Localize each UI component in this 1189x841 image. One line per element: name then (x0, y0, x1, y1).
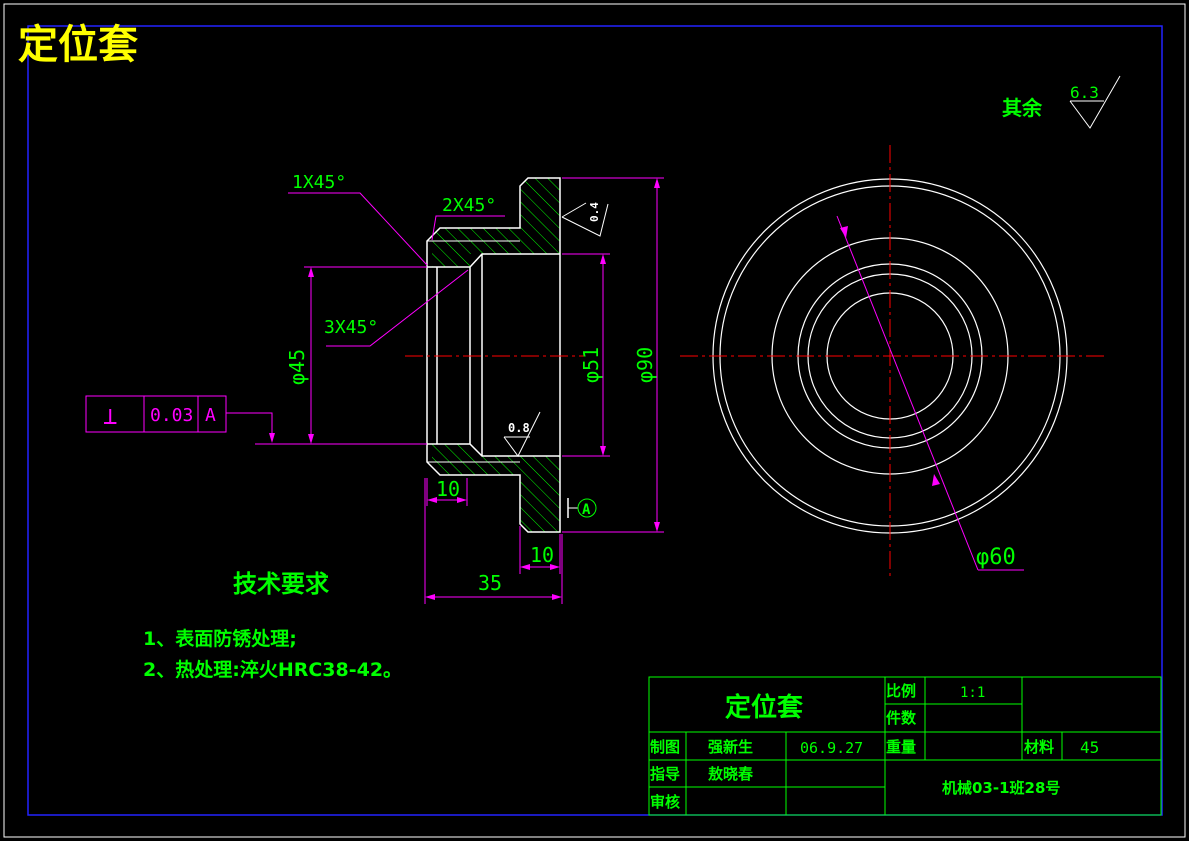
part-outline (426, 177, 561, 533)
tolerance-datum: A (205, 405, 216, 426)
end-view: φ60 (680, 145, 1105, 578)
tb-guide-label: 指导 (650, 765, 680, 783)
outer-frame (3, 3, 1186, 838)
tb-material-label: 材料 (1024, 738, 1054, 756)
section-view: 1X45° 2X45° 3X45° φ45 φ51 φ90 10 (85, 172, 664, 604)
datum-a-circle (577, 498, 597, 518)
tb-review-label: 审核 (650, 793, 680, 811)
tolerance-symbol: ⊥ (103, 402, 117, 430)
chamfer-3x45: 3X45° (324, 317, 378, 338)
roughness-04-symbol (561, 203, 609, 237)
tb-class-info: 机械03-1班28号 (942, 779, 1060, 797)
title-block-text: 定位套 比例 1:1 件数 重量 材料 45 制图 强新生 06.9.27 指导… (650, 682, 1099, 811)
tech-requirements: 技术要求 1、表面防锈处理; 2、热处理:淬火HRC38-42。 (143, 570, 402, 681)
tb-weight-label: 重量 (886, 738, 916, 756)
dim-35: 35 (478, 571, 502, 595)
tb-scale-label: 比例 (886, 682, 916, 700)
hatch-bottom (432, 444, 560, 532)
roughness-label: 其余 (1002, 96, 1043, 120)
chamfer-2x45: 2X45° (442, 195, 496, 216)
dim-phi45: φ45 (285, 349, 309, 385)
tb-drawn-name: 强新生 (708, 738, 753, 756)
tolerance-value: 0.03 (150, 405, 193, 426)
chamfer-1x45: 1X45° (292, 172, 346, 193)
tolerance-frame (85, 395, 227, 433)
dim-phi60: φ60 (976, 545, 1016, 570)
roughness-08: 0.8 (508, 421, 530, 435)
dim-phi51: φ51 (579, 347, 603, 383)
leader-3x45 (326, 269, 469, 347)
tb-drawn-date: 06.9.27 (800, 739, 863, 757)
dim-phi90: φ90 (633, 347, 657, 383)
title-block (648, 676, 1162, 816)
dim-10-right: 10 (530, 543, 554, 567)
roughness-value: 6.3 (1070, 83, 1099, 102)
roughness-04: 0.4 (588, 202, 601, 222)
dim-10-left: 10 (436, 477, 460, 501)
tb-drawn-label: 制图 (650, 738, 680, 756)
inner-border (27, 25, 1163, 816)
roughness-symbol (1069, 75, 1121, 129)
phi60-leader (836, 215, 979, 571)
leader-1x45 (288, 192, 428, 266)
tb-quantity-label: 件数 (886, 709, 917, 727)
hatch-top (432, 178, 560, 267)
leader-2x45 (431, 215, 505, 241)
tech-item-2: 2、热处理:淬火HRC38-42。 (143, 658, 402, 681)
datum-a-label: A (582, 502, 591, 518)
tolerance-leader (226, 412, 273, 436)
tech-heading: 技术要求 (233, 570, 329, 598)
tb-guide-name: 敖晓春 (708, 765, 753, 783)
general-roughness: 其余 6.3 (1002, 75, 1121, 129)
tb-part-name: 定位套 (725, 692, 804, 723)
tb-scale-value: 1:1 (960, 685, 985, 701)
roughness-08-symbol (503, 411, 541, 457)
tech-item-1: 1、表面防锈处理; (143, 627, 297, 650)
tb-material-value: 45 (1080, 738, 1099, 757)
drawing-title: 定位套 (18, 22, 138, 68)
